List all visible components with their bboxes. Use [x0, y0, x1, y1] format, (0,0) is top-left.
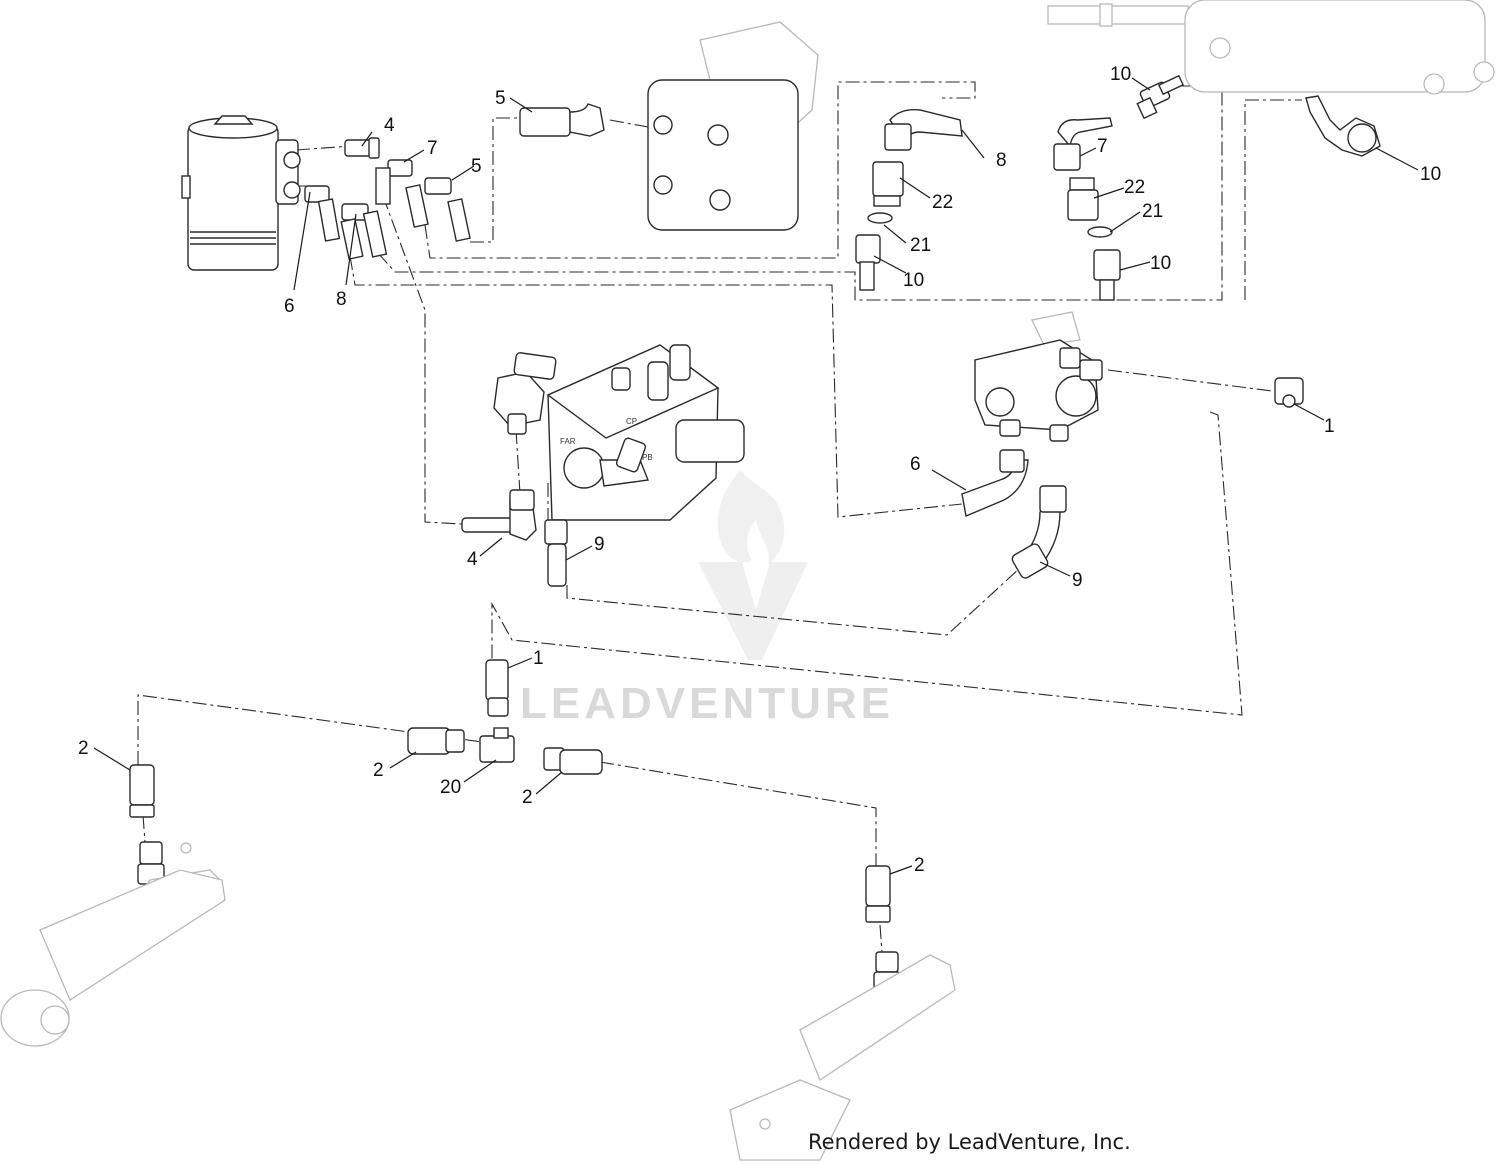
callout-4: 4 — [384, 115, 395, 136]
valve-marking-pb: PB — [642, 453, 653, 462]
watermark-logo — [698, 470, 808, 660]
render-credit: Rendered by LeadVenture, Inc. — [808, 1130, 1131, 1154]
watermark-text: LEADVENTURE — [520, 679, 894, 728]
control-valve-block: FAR PB CP — [493, 344, 745, 521]
steering-port-fittings — [304, 137, 471, 260]
valve-marking-cp: CP — [626, 417, 637, 426]
hose-routing-lines — [137, 81, 1302, 953]
adapter-fitting-group-1 — [855, 109, 963, 291]
callout-4: 4 — [467, 549, 478, 570]
priority-valve-assembly — [974, 311, 1103, 442]
callout-5: 5 — [495, 88, 506, 109]
valve-marking-far: FAR — [560, 437, 576, 446]
callout-10: 10 — [903, 270, 924, 291]
callout-5: 5 — [471, 156, 482, 177]
callout-6: 6 — [284, 296, 295, 317]
callout-1: 1 — [533, 648, 544, 669]
callout-labels: 4 7 5 5 6 8 8 22 21 10 10 7 22 21 10 10 … — [78, 64, 1441, 876]
callout-10: 10 — [1420, 164, 1441, 185]
hydraulic-pump — [519, 21, 819, 231]
elbow-fitting-10-top — [1136, 74, 1185, 120]
callout-2: 2 — [78, 738, 89, 759]
callout-21: 21 — [910, 235, 931, 256]
callout-9: 9 — [594, 534, 605, 555]
steering-cylinder-right — [729, 865, 956, 1161]
callout-8: 8 — [996, 150, 1007, 171]
valve-hose-fittings — [461, 377, 1304, 587]
callout-2: 2 — [522, 787, 533, 808]
callout-10: 10 — [1110, 64, 1131, 85]
callout-2: 2 — [914, 855, 925, 876]
callout-20: 20 — [440, 777, 461, 798]
callout-7: 7 — [427, 138, 438, 159]
callout-10: 10 — [1150, 253, 1171, 274]
adapter-fitting-group-2 — [1053, 117, 1121, 301]
callout-8: 8 — [336, 289, 347, 310]
callout-22: 22 — [1124, 177, 1145, 198]
swivel-fitting-10-right — [1305, 95, 1381, 157]
steering-control-unit — [181, 115, 301, 271]
callout-9: 9 — [1072, 570, 1083, 591]
callout-6: 6 — [910, 454, 921, 475]
steering-cylinder-left — [0, 764, 226, 1047]
callout-7: 7 — [1097, 136, 1108, 157]
callout-2: 2 — [373, 760, 384, 781]
callout-1: 1 — [1324, 416, 1335, 437]
callout-21: 21 — [1142, 201, 1163, 222]
tee-fitting-assembly — [407, 659, 603, 775]
callout-leaders — [93, 77, 1419, 875]
callout-22: 22 — [932, 192, 953, 213]
steering-cylinder-top — [1047, 0, 1495, 95]
